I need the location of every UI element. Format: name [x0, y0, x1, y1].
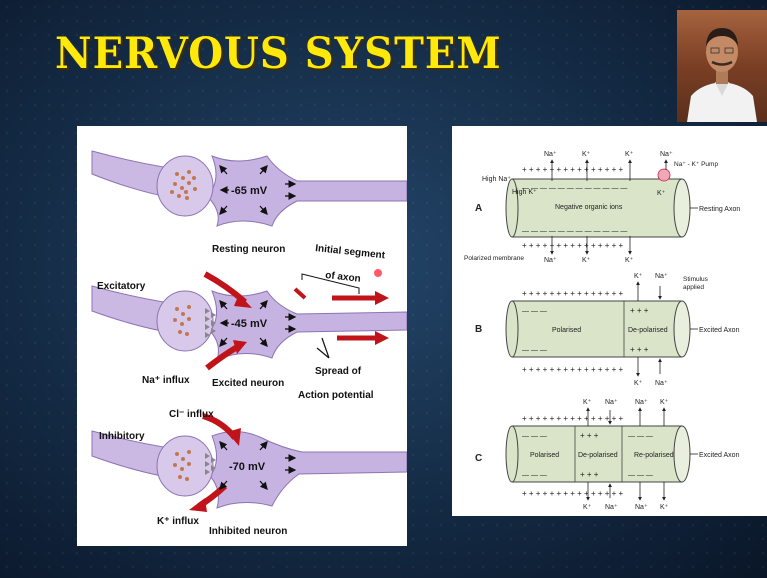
na-influx-label: Na⁺ influx — [142, 375, 190, 386]
b-k-bottom: K⁺ — [634, 380, 643, 387]
presenter-figure — [677, 10, 767, 122]
a-na-top-2: Na⁺ — [660, 151, 673, 158]
a-minus-top: — — — — — — — — — — — — — [522, 185, 627, 192]
a-high-k: High K⁺ — [512, 189, 537, 196]
b-side-label: Excited Axon — [699, 327, 740, 334]
b-applied: applied — [683, 284, 704, 291]
a-side-label: Resting Axon — [699, 206, 740, 213]
c-k-bottom-1: K⁺ — [583, 504, 592, 511]
b-stimulus: Stimulus — [683, 276, 709, 283]
c-minus-top: — — — — [522, 433, 547, 440]
c-side-label: Excited Axon — [699, 452, 740, 459]
a-k-pump: K⁺ — [657, 190, 666, 197]
neuron-diagram: -65 mV Resting neuron -45 — [77, 126, 407, 546]
resting-neuron: -65 mV Resting neuron — [92, 151, 407, 255]
c-k-top-2: K⁺ — [660, 399, 669, 406]
c-na-top-2: Na⁺ — [635, 399, 648, 406]
c-plus-bottom: + + + + + + + + + + + + + + + — [522, 489, 624, 498]
initial-segment-label-1: Initial segment — [315, 243, 386, 261]
a-center-label: Negative organic ions — [555, 204, 623, 211]
pump-icon — [658, 169, 670, 181]
c-minus-bottom: — — — — [522, 472, 547, 479]
cl-influx-label: Cl⁻ influx — [169, 409, 214, 420]
b-plus-top: + + + + + + + + + + + + + + + — [522, 289, 624, 298]
c-na-bottom-2: Na⁺ — [635, 504, 648, 511]
inhibited-neuron: -70 mV Cl⁻ influx Inhibitory K⁺ influx I… — [92, 409, 407, 537]
b-plus-bottom: + + + + + + + + + + + + + + + — [522, 365, 624, 374]
axon-panel-c: + + + + + + + + + + + + + + + + + + + + … — [475, 399, 740, 511]
slide-title: NERVOUS SYSTEM — [55, 28, 502, 79]
c-k-top-1: K⁺ — [583, 399, 592, 406]
c-polarised: Polarised — [530, 452, 559, 459]
c-plus-inside-bottom: + + + — [580, 470, 599, 479]
a-k-bottom-2: K⁺ — [625, 257, 634, 264]
b-plus-inside-bottom: + + + — [630, 345, 649, 354]
a-k-top-2: K⁺ — [625, 151, 634, 158]
axon-panel-b: + + + + + + + + + + + + + + + + + + + + … — [475, 273, 740, 387]
spread-label-1: Spread of — [315, 366, 362, 377]
a-polarized-membrane: Polarized membrane — [464, 255, 524, 262]
axon-panel-a: + + + + + + + + + + + + + + + — — — — — … — [464, 151, 740, 264]
b-polarised: Polarised — [552, 327, 581, 334]
a-pump-label: Na⁺ - K⁺ Pump — [674, 161, 718, 168]
axon-diagram: + + + + + + + + + + + + + + + — — — — — … — [452, 126, 767, 516]
a-na-bottom-1: Na⁺ — [544, 257, 557, 264]
a-k-bottom-1: K⁺ — [582, 257, 591, 264]
presenter-video — [677, 10, 767, 122]
a-plus-bottom: + + + + + + + + + + + + + + + — [522, 241, 624, 250]
inhibitory-label: Inhibitory — [99, 431, 145, 442]
c-plus-top: + + + + + + + + + + + + + + + — [522, 414, 624, 423]
neuron-diagram-panel: -65 mV Resting neuron -45 — [77, 126, 407, 546]
excited-neuron: -45 mV Excitatory Na⁺ influx Excited neu… — [92, 243, 407, 401]
k-influx-label: K⁺ influx — [157, 516, 199, 527]
excited-potential: -45 mV — [231, 318, 268, 330]
b-minus-top: — — — — [522, 308, 547, 315]
a-na-top-1: Na⁺ — [544, 151, 557, 158]
b-depolarised: De-polarised — [628, 327, 668, 334]
c-na-bottom-1: Na⁺ — [605, 504, 618, 511]
c-minus-inside-bottom: — — — — [628, 472, 653, 479]
a-minus-bottom: — — — — — — — — — — — — — [522, 228, 627, 235]
c-minus-inside-top: — — — — [628, 433, 653, 440]
b-minus-bottom: — — — — [522, 347, 547, 354]
c-na-top-1: Na⁺ — [605, 399, 618, 406]
inhibited-potential: -70 mV — [229, 461, 266, 473]
c-depolarised: De-polarised — [578, 452, 618, 459]
pointer-dot — [374, 269, 382, 277]
resting-caption: Resting neuron — [212, 244, 285, 255]
excited-caption: Excited neuron — [212, 378, 284, 389]
b-na-bottom: Na⁺ — [655, 380, 668, 387]
initial-segment-label-2: of axon — [325, 270, 362, 285]
b-letter: B — [475, 324, 482, 335]
c-k-bottom-2: K⁺ — [660, 504, 669, 511]
c-repolarised: Re-polarised — [634, 452, 674, 459]
a-k-top-1: K⁺ — [582, 151, 591, 158]
b-na-top: Na⁺ — [655, 273, 668, 280]
a-letter: A — [475, 203, 482, 214]
c-plus-inside-top: + + + — [580, 431, 599, 440]
a-high-na: High Na⁺ — [482, 176, 511, 183]
axon-diagram-panel: + + + + + + + + + + + + + + + — — — — — … — [452, 126, 767, 516]
excitatory-label: Excitatory — [97, 281, 146, 292]
resting-potential: -65 mV — [231, 185, 268, 197]
b-k-top: K⁺ — [634, 273, 643, 280]
spread-label-2: Action potential — [298, 390, 374, 401]
b-plus-inside-top: + + + — [630, 306, 649, 315]
c-letter: C — [475, 453, 482, 464]
inhibited-caption: Inhibited neuron — [209, 526, 287, 537]
a-plus-top: + + + + + + + + + + + + + + + — [522, 165, 624, 174]
